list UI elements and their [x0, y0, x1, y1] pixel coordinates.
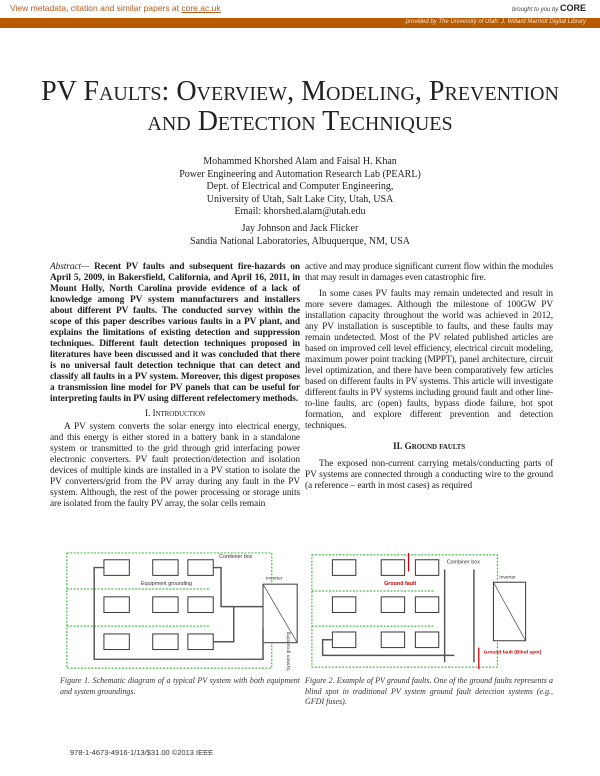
metadata-notice: View metadata, citation and similar pape… [10, 3, 221, 13]
introduction-paragraph: A PV system converts the solar energy in… [50, 422, 300, 509]
brought-by-text: brought to you by [511, 7, 559, 13]
affiliation: Sandia National Laboratories, Albuquerqu… [190, 235, 410, 247]
figure-1-diagram: Combiner box Equipment grounding Inverte… [66, 552, 298, 671]
label-inverter: Inverter [266, 575, 283, 581]
figure-2-diagram: Ground fault Combiner box Inverter Groun… [311, 552, 542, 670]
section-heading-introduction: I. Introduction [145, 409, 205, 419]
figure-2-caption: Figure 2. Example of PV ground faults. O… [305, 676, 553, 706]
copyright-footer: 978-1-4673-4916-1/13/$31.00 ©2013 IEEE [70, 748, 214, 757]
section-heading-ground-faults: II. Ground faults [392, 442, 466, 452]
figure-1-caption: Figure 1. Schematic diagram of a typical… [60, 676, 300, 696]
core-banner: View metadata, citation and similar pape… [0, 0, 600, 18]
author-block-1: Mohammed Khorshed Alam and Faisal H. Kha… [100, 156, 500, 219]
paragraph: active and may produce significant curre… [305, 262, 553, 283]
label-blind-spot-fault: Ground fault (Blind spot) [484, 649, 542, 655]
metadata-text: View metadata, citation and similar pape… [10, 3, 179, 13]
label-combiner-box: Combiner box [447, 560, 481, 566]
author-names: Mohammed Khorshed Alam and Faisal H. Kha… [203, 156, 397, 167]
author-names: Jay Johnson and Jack Flicker [241, 223, 359, 234]
provider-text: provided by The University of Utah: J. W… [405, 19, 586, 25]
paper-title: PV Faults: Overview, Modeling, Preventio… [30, 77, 570, 137]
author-block-2: Jay Johnson and Jack Flicker Sandia Nati… [100, 223, 500, 248]
affiliation: University of Utah, Salt Lake City, Utah… [206, 193, 394, 205]
label-ground-fault: Ground fault [384, 581, 416, 587]
left-column: Abstract— Recent PV faults and subsequen… [50, 262, 300, 510]
author-email: Email: khorshed.alam@utah.edu [234, 206, 366, 218]
core-link[interactable]: core.ac.uk [181, 3, 221, 13]
provider-bar: provided by The University of Utah: J. W… [0, 18, 600, 28]
abstract-text: Recent PV faults and subsequent fire-haz… [50, 262, 300, 404]
affiliation: Power Engineering and Automation Researc… [179, 168, 421, 180]
affiliation: Dept. of Electrical and Computer Enginee… [206, 181, 394, 193]
title-line-2: and Detection Techniques [147, 106, 453, 137]
title-line-1: PV Faults: Overview, Modeling, Preventio… [41, 76, 559, 107]
label-combiner-box: Combiner box [219, 554, 253, 560]
label-equipment-grounding: Equipment grounding [141, 581, 192, 587]
label-inverter: Inverter [499, 574, 516, 580]
abstract: Abstract— Recent PV faults and subsequen… [50, 262, 300, 405]
core-logo-area[interactable]: brought to you by CORE [512, 3, 586, 13]
abstract-label: Abstract— [50, 262, 90, 272]
paragraph: In some cases PV faults may remain undet… [305, 289, 553, 431]
core-logo: CORE [559, 3, 586, 13]
paragraph: The exposed non-current carrying metals/… [305, 459, 553, 491]
right-column: active and may produce significant curre… [305, 262, 553, 492]
label-system-grounding: System grounding [285, 631, 291, 671]
